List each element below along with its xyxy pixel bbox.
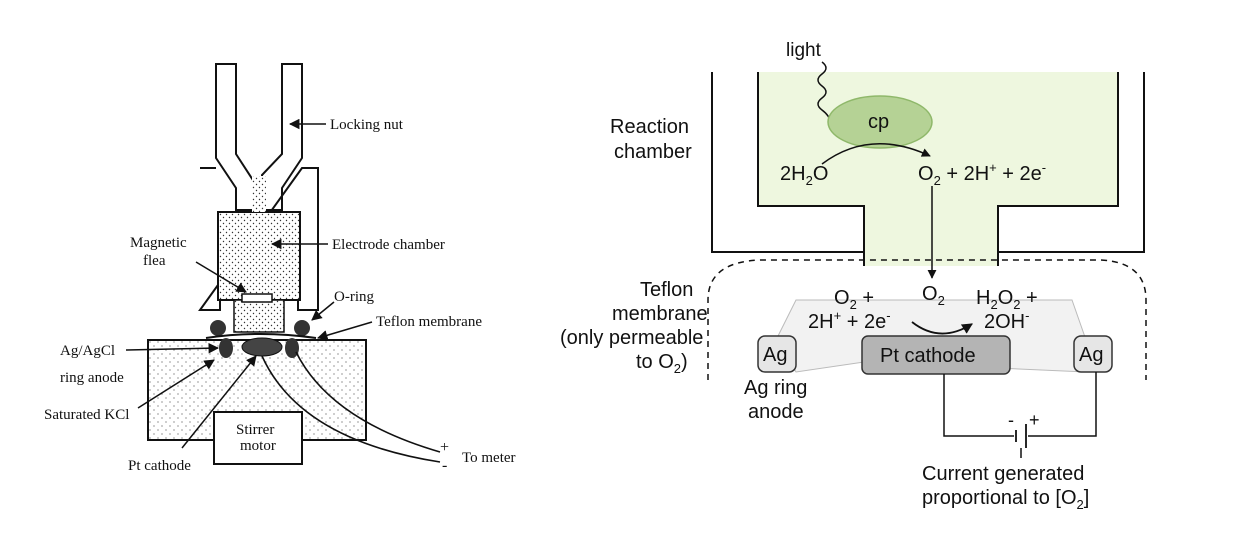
electrode-chamber bbox=[217, 211, 301, 301]
circuit-wire bbox=[943, 372, 1097, 437]
cathode-reaction-arrow bbox=[911, 321, 973, 335]
label-teflon-4: to O2) bbox=[636, 351, 688, 376]
chamber-neck bbox=[252, 176, 266, 212]
label-minus: - bbox=[442, 457, 447, 474]
label-light: light bbox=[786, 40, 822, 61]
arrow-magnetic-flea bbox=[195, 261, 247, 293]
label-battery-plus: + bbox=[1029, 410, 1040, 430]
anode-left bbox=[219, 338, 233, 358]
label-o-ring: O-ring bbox=[334, 289, 374, 305]
arrow-teflon-membrane bbox=[316, 321, 373, 341]
label-saturated-kcl: Saturated KCl bbox=[44, 407, 129, 423]
label-cathode-in-1: O2 + bbox=[834, 287, 874, 312]
locking-nut bbox=[215, 63, 303, 211]
teflon-membrane-dashed bbox=[707, 259, 1147, 380]
label-reaction-2: chamber bbox=[614, 141, 692, 163]
label-magnetic-flea-2: flea bbox=[143, 253, 166, 269]
o-ring-right bbox=[294, 320, 310, 336]
label-ag-ring-2: anode bbox=[748, 401, 804, 423]
wire-plus bbox=[295, 351, 441, 453]
label-teflon-2: membrane bbox=[612, 303, 708, 325]
clark-electrode-drawing: Locking nut Electrode chamber Magnetic f… bbox=[44, 63, 516, 474]
label-stirrer-2: motor bbox=[240, 438, 276, 454]
chamber-lower bbox=[233, 299, 285, 333]
label-teflon-membrane: Teflon membrane bbox=[376, 314, 482, 330]
cp-ellipse bbox=[827, 95, 933, 149]
label-stirrer-1: Stirrer bbox=[236, 422, 274, 438]
label-products: O2 + 2H+ + 2e- bbox=[918, 160, 1046, 188]
label-pt-cathode: Pt cathode bbox=[128, 458, 191, 474]
reaction-arc bbox=[821, 143, 931, 165]
label-cathode-out-1: H2O2 + bbox=[976, 287, 1038, 312]
label-locking-nut: Locking nut bbox=[330, 117, 404, 133]
label-cp: cp bbox=[868, 111, 889, 133]
label-pt-cathode-right: Pt cathode bbox=[880, 345, 976, 367]
reaction-chamber-wall bbox=[711, 72, 1145, 253]
label-o2-mid: O2 bbox=[922, 283, 945, 308]
label-current-1: Current generated bbox=[922, 463, 1084, 485]
label-to-meter: To meter bbox=[462, 450, 516, 466]
label-ag-left: Ag bbox=[763, 344, 787, 366]
label-ag-agcl-1: Ag/AgCl bbox=[60, 343, 115, 359]
label-battery-minus: - bbox=[1008, 410, 1014, 430]
label-reaction-1: Reaction bbox=[610, 116, 689, 138]
stirrer-motor-box bbox=[213, 411, 303, 465]
arrow-pt-cathode bbox=[181, 355, 257, 449]
photosynthesis-electrode-drawing: light Reaction chamber cp 2H2O O2 + 2H+ … bbox=[560, 40, 1147, 512]
label-electrode-chamber: Electrode chamber bbox=[332, 237, 445, 253]
label-ag-agcl-2: ring anode bbox=[60, 370, 124, 386]
teflon-membrane-line bbox=[205, 333, 317, 339]
ag-left-box bbox=[757, 335, 797, 373]
label-cathode-out-2: 2OH- bbox=[984, 308, 1029, 333]
o-ring-left bbox=[210, 320, 226, 336]
magnetic-flea bbox=[241, 293, 273, 303]
pt-cathode-box bbox=[861, 335, 1011, 375]
label-2h2o: 2H2O bbox=[780, 163, 828, 188]
reaction-chamber-inner-wall bbox=[757, 72, 1119, 266]
label-ag-ring-1: Ag ring bbox=[744, 377, 807, 399]
arrow-ag-agcl bbox=[125, 342, 220, 354]
anode-right bbox=[285, 338, 299, 358]
label-teflon-1: Teflon bbox=[640, 279, 693, 301]
label-ag-right: Ag bbox=[1079, 344, 1103, 366]
ag-right-box bbox=[1073, 335, 1113, 373]
arrow-saturated-kcl bbox=[137, 359, 215, 409]
label-current-2: proportional to [O2] bbox=[922, 487, 1089, 512]
pt-cathode-shape bbox=[241, 337, 283, 357]
arrow-o-ring bbox=[311, 301, 335, 321]
label-magnetic-flea-1: Magnetic bbox=[130, 235, 187, 251]
wire-minus bbox=[261, 355, 441, 463]
label-teflon-3: (only permeable bbox=[560, 327, 703, 349]
label-plus: + bbox=[440, 439, 449, 456]
label-cathode-in-2: 2H+ + 2e- bbox=[808, 308, 891, 333]
